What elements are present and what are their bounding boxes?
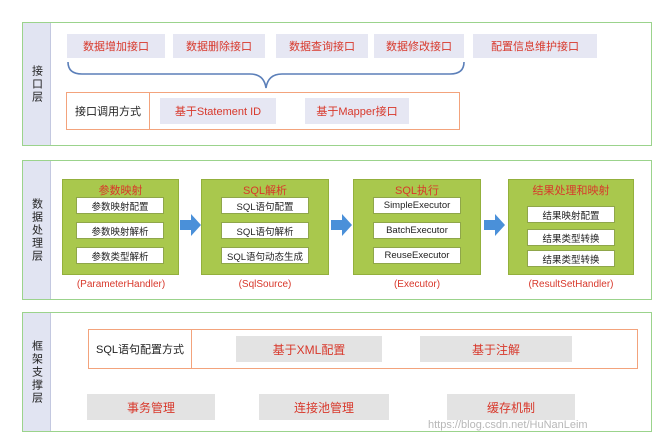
panel-sql-execution-item-2: BatchExecutor — [373, 222, 461, 239]
flow-arrow-3 — [484, 214, 505, 236]
panel-result-mapping-caption: (ResultSetHandler) — [528, 279, 614, 290]
panel-sql-parsing-caption: (SqlSource) — [238, 279, 292, 290]
framework-item-transaction: 事务管理 — [87, 394, 215, 420]
call-method-label: 接口调用方式 — [68, 95, 148, 127]
panel-result-mapping-item-2: 结果类型转换 — [527, 229, 615, 246]
framework-layer-label: 框架支撑层 — [23, 313, 51, 431]
call-method-divider — [149, 93, 150, 129]
panel-parameter-mapping-item-3: 参数类型解析 — [76, 247, 164, 264]
flow-arrow-2 — [331, 214, 352, 236]
panel-parameter-mapping-item-1: 参数映射配置 — [76, 197, 164, 214]
sql-config-option-annotation: 基于注解 — [420, 336, 572, 362]
brace-connector — [67, 61, 465, 89]
watermark-text: https://blog.csdn.net/HuNanLeim — [428, 419, 588, 431]
panel-sql-execution-title: SQL执行 — [394, 185, 439, 197]
panel-sql-execution-caption: (Executor) — [393, 279, 441, 290]
interface-chip-insert: 数据增加接口 — [67, 34, 165, 58]
sql-config-option-xml: 基于XML配置 — [236, 336, 382, 362]
panel-result-mapping-item-1: 结果映射配置 — [527, 206, 615, 223]
flow-arrow-1 — [180, 214, 201, 236]
panel-result-mapping-item-3: 结果类型转换 — [527, 250, 615, 267]
processing-layer-label: 数据处理层 — [23, 161, 51, 299]
panel-result-mapping-title: 结果处理和映射 — [532, 185, 610, 197]
panel-sql-parsing-title: SQL解析 — [242, 185, 287, 197]
framework-item-cache: 缓存机制 — [447, 394, 575, 420]
interface-chip-query: 数据查询接口 — [276, 34, 368, 58]
panel-parameter-mapping-caption: (ParameterHandler) — [76, 279, 166, 290]
panel-sql-execution-item-1: SimpleExecutor — [373, 197, 461, 214]
panel-parameter-mapping-title: 参数映射 — [98, 185, 143, 197]
framework-item-connection-pool: 连接池管理 — [259, 394, 389, 420]
panel-sql-parsing-item-3: SQL语句动态生成 — [221, 247, 309, 264]
sql-config-divider — [191, 330, 192, 368]
interface-chip-config: 配置信息维护接口 — [473, 34, 597, 58]
sql-config-label: SQL语句配置方式 — [90, 332, 190, 366]
panel-parameter-mapping-item-2: 参数映射解析 — [76, 222, 164, 239]
panel-sql-execution-item-3: ReuseExecutor — [373, 247, 461, 264]
interface-chip-delete: 数据删除接口 — [173, 34, 265, 58]
interface-chip-update: 数据修改接口 — [374, 34, 464, 58]
panel-sql-parsing-item-2: SQL语句解析 — [221, 222, 309, 239]
panel-sql-parsing-item-1: SQL语句配置 — [221, 197, 309, 214]
call-option-statement-id: 基于Statement ID — [160, 98, 276, 124]
interface-layer-label: 接口层 — [23, 23, 51, 145]
call-option-mapper: 基于Mapper接口 — [305, 98, 409, 124]
